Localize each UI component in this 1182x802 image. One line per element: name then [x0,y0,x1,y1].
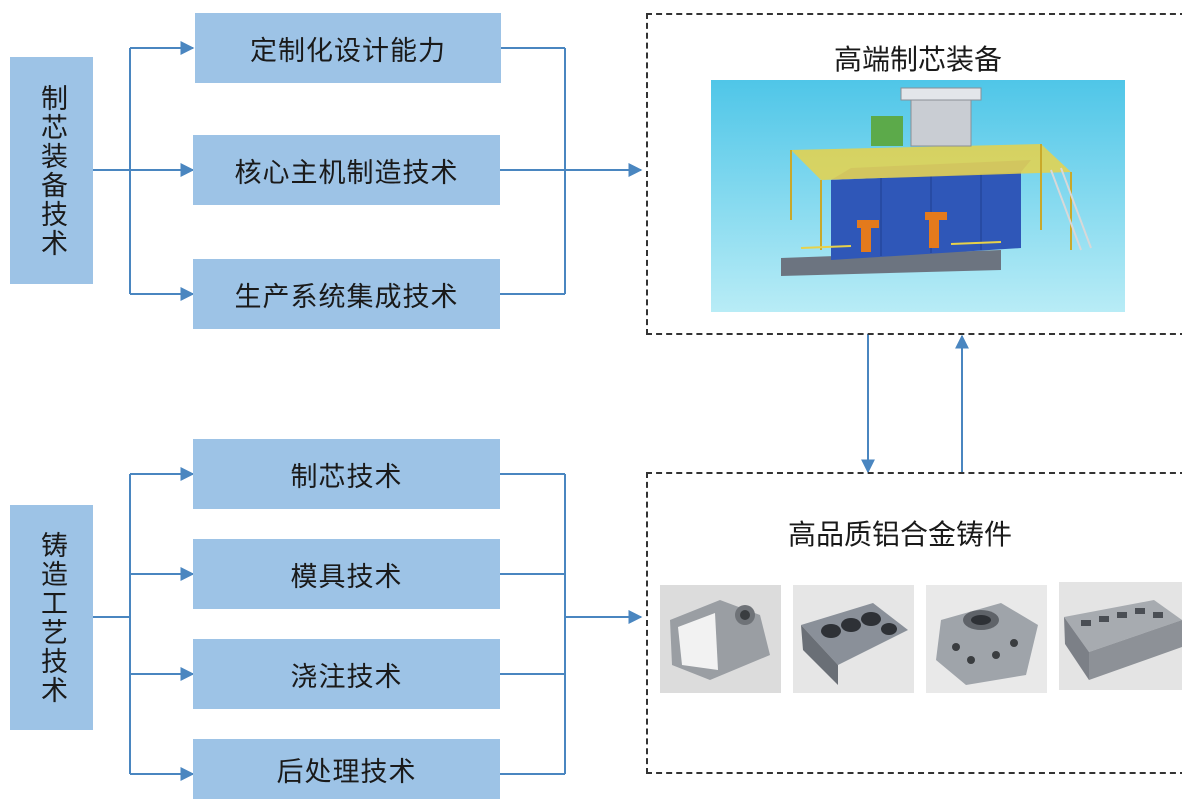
group2-label: 铸造工艺技术 [10,505,93,730]
group2-item-3: 浇注技术 [193,639,500,709]
group1-item-2: 核心主机制造技术 [193,135,500,205]
group1-item-3: 生产系统集成技术 [193,259,500,329]
target2-frame [646,472,1182,774]
target2-title: 高品质铝合金铸件 [787,518,1012,551]
casting-image-2 [793,585,914,693]
group2-item-4: 后处理技术 [193,739,500,799]
casting-image-1 [660,585,781,693]
equipment-image [711,80,1125,312]
casting-image-4 [1059,582,1182,690]
target1-frame [646,13,1182,335]
group2-item-2: 模具技术 [193,539,500,609]
target1-title: 高端制芯装备 [833,43,1002,76]
group2-item-1: 制芯技术 [193,439,500,509]
casting-image-3 [926,585,1047,693]
group1-label: 制芯装备技术 [10,57,93,284]
group1-item-1: 定制化设计能力 [195,13,501,83]
